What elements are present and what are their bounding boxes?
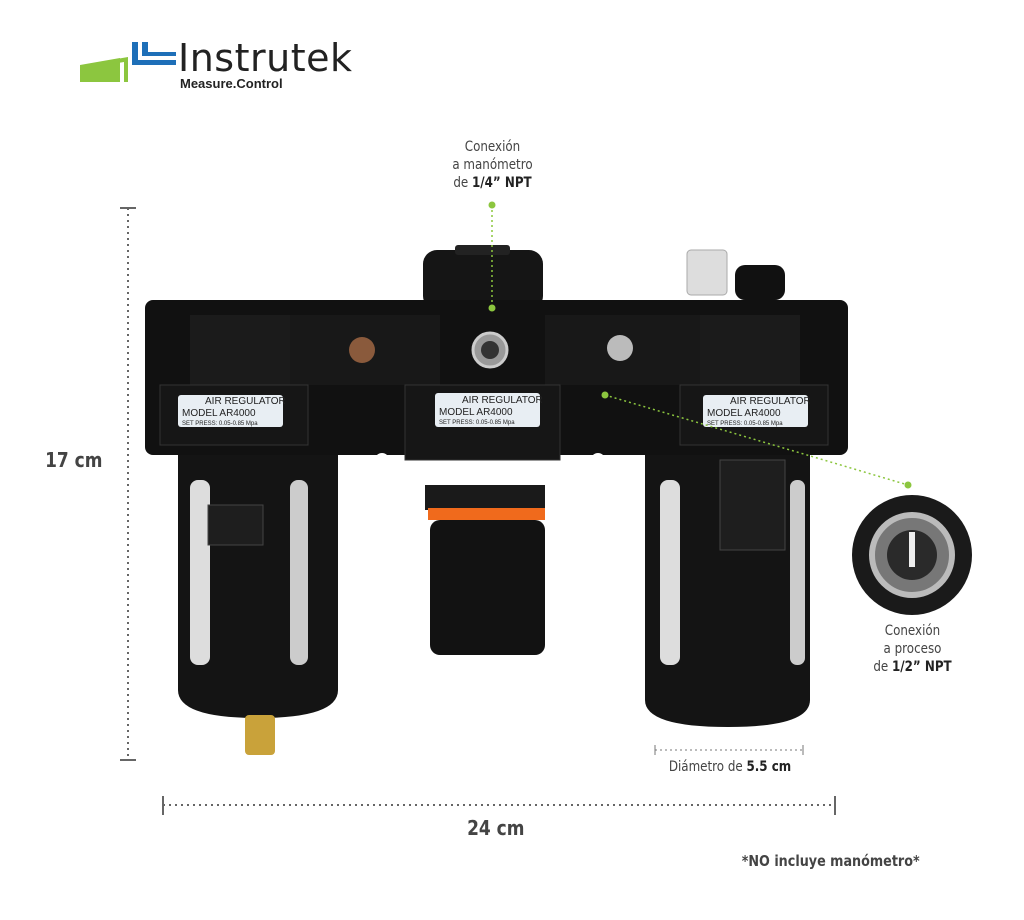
regulator-knob (425, 485, 545, 655)
frl-body (145, 300, 848, 467)
sight-glass (686, 249, 728, 296)
process-callout-leader (601, 391, 912, 489)
lubricator-bowl (645, 455, 810, 727)
label-spec: SET PRESS: 0.05-0.85 Mpa (182, 421, 258, 427)
width-dimension-line (162, 796, 836, 815)
label-spec: SET PRESS: 0.05-0.85 Mpa (439, 420, 515, 426)
disclaimer-note: *NO incluye manómetro* (741, 852, 920, 870)
label-title: AIR REGULATOR (462, 395, 543, 406)
label-model: MODEL AR4000 (707, 408, 781, 419)
brand-name: Instrutek (178, 36, 353, 80)
process-connection-callout: Conexión a proceso de 1/2” NPT (873, 623, 952, 675)
height-dimension-line (120, 207, 136, 761)
label-spec: SET PRESS: 0.05-0.85 Mpa (707, 421, 783, 427)
process-port-inset (852, 495, 972, 615)
filter-bowl (178, 455, 338, 755)
height-label: 17 cm (45, 448, 103, 472)
width-label: 24 cm (467, 816, 525, 840)
diameter-dimension-line (654, 745, 804, 755)
drain-knob (735, 265, 785, 300)
product-label-center: AIR REGULATOR MODEL AR4000 SET PRESS: 0.… (435, 393, 543, 427)
regulator-top-cap (423, 245, 543, 310)
label-model: MODEL AR4000 (439, 407, 513, 418)
product-label-left: AIR REGULATOR MODEL AR4000 SET PRESS: 0.… (178, 395, 286, 427)
diameter-label: Diámetro de 5.5 cm (668, 759, 792, 775)
gauge-callout-leader (488, 201, 496, 312)
gauge-connection-callout: Conexión a manómetro de 1/4” NPT (452, 139, 533, 191)
product-label-right: AIR REGULATOR MODEL AR4000 SET PRESS: 0.… (703, 395, 811, 427)
logo-mark-icon (80, 42, 176, 82)
label-title: AIR REGULATOR (730, 396, 811, 407)
brand-tagline: Measure.Control (180, 76, 283, 91)
label-title: AIR REGULATOR (205, 396, 286, 407)
label-model: MODEL AR4000 (182, 408, 256, 419)
